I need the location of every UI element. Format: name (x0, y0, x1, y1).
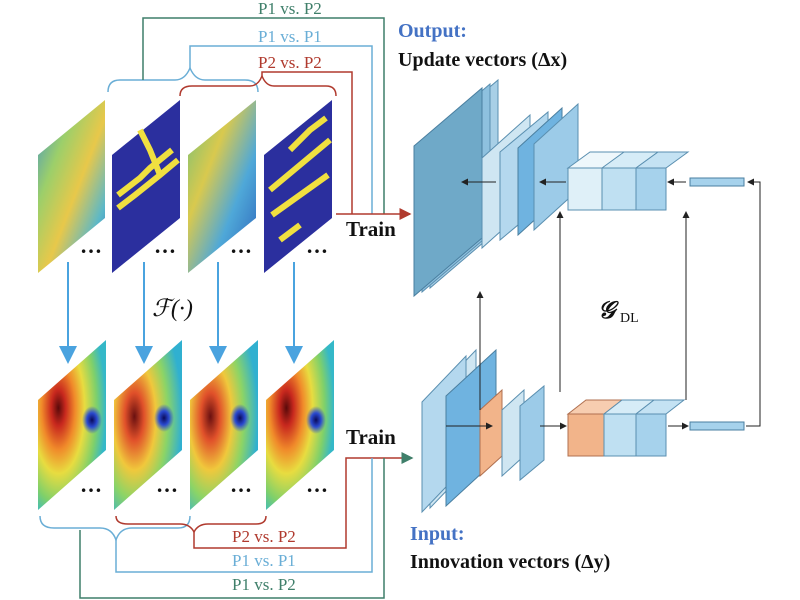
network-decoder (413, 78, 745, 298)
top-parameter-fields (38, 100, 332, 273)
channel-pattern-1 (116, 128, 180, 211)
heatmap-4 (266, 340, 334, 510)
ellipsis-4: … (306, 233, 328, 258)
encoder-block-2a (567, 413, 605, 457)
output-title: Output: (398, 20, 467, 42)
heatmap-4-low-spot (306, 406, 326, 434)
network-connections (446, 178, 761, 430)
decoder-output-layer-front (413, 86, 483, 298)
ellipsis-8: … (306, 472, 328, 497)
top-train-label: Train (346, 217, 396, 241)
top-comparison-labels: P1 vs. P2 P1 vs. P1 P2 vs. P2 (258, 0, 322, 72)
heatmap-1 (38, 340, 106, 510)
input-title: Input: (410, 523, 464, 545)
network-encoder (421, 348, 745, 514)
top-ellipses: … … … … (80, 233, 328, 258)
bottom-train-label: Train (346, 425, 396, 449)
encoder-block-2c (635, 413, 667, 457)
field-p1-continuous-1 (38, 100, 105, 273)
decoder-latent-vector (689, 177, 745, 187)
bottom-comparison-connectors (39, 452, 414, 599)
encoder-latent-vector (689, 421, 745, 431)
decoder-block-2c (635, 167, 667, 211)
bottom-label-p1-vs-p2: P1 vs. P2 (232, 575, 296, 594)
heatmap-3 (190, 340, 258, 510)
network-subscript: DL (620, 311, 639, 326)
heatmap-2-low-spot (154, 404, 174, 432)
ellipsis-5: … (80, 472, 102, 497)
network-label: 𝒢 (598, 298, 619, 324)
bottom-comparison-labels: P2 vs. P2 P1 vs. P1 P1 vs. P2 (232, 527, 296, 594)
bottom-label-p2-vs-p2: P2 vs. P2 (232, 527, 296, 546)
encoder-block-1c (519, 384, 545, 482)
ellipsis-3: … (230, 233, 252, 258)
forward-operator-label: ℱ(·) (152, 296, 193, 322)
top-label-p1-vs-p2: P1 vs. P2 (258, 0, 322, 18)
forward-operator-arrows (59, 262, 303, 364)
heatmap-1-low-spot (82, 406, 102, 434)
decoder-block-2b (601, 167, 637, 211)
decoder-block-2a (567, 167, 609, 211)
ellipsis-7: … (230, 472, 252, 497)
encoder-block-2c-top (634, 399, 686, 415)
top-comparison-connectors (107, 17, 412, 220)
channel-pattern-2 (268, 115, 332, 243)
heatmap-3-low-spot (230, 404, 250, 432)
bottom-ellipses: … … … … (80, 472, 328, 497)
decoder-block-2c-top (634, 151, 690, 169)
input-description: Innovation vectors (Δy) (410, 551, 610, 573)
top-label-p2-vs-p2: P2 vs. P2 (258, 53, 322, 72)
encoder-block-2b (603, 413, 637, 457)
field-p2-channel-2 (264, 100, 332, 273)
heatmap-2 (114, 340, 182, 510)
bottom-label-p1-vs-p1: P1 vs. P1 (232, 551, 296, 570)
output-description: Update vectors (Δx) (398, 49, 567, 71)
top-label-p1-vs-p1: P1 vs. P1 (258, 27, 322, 46)
ellipsis-6: … (156, 472, 178, 497)
ellipsis-2: … (154, 233, 176, 258)
ellipsis-1: … (80, 233, 102, 258)
bottom-data-heatmaps (38, 340, 334, 510)
field-p1-continuous-2 (188, 100, 256, 273)
